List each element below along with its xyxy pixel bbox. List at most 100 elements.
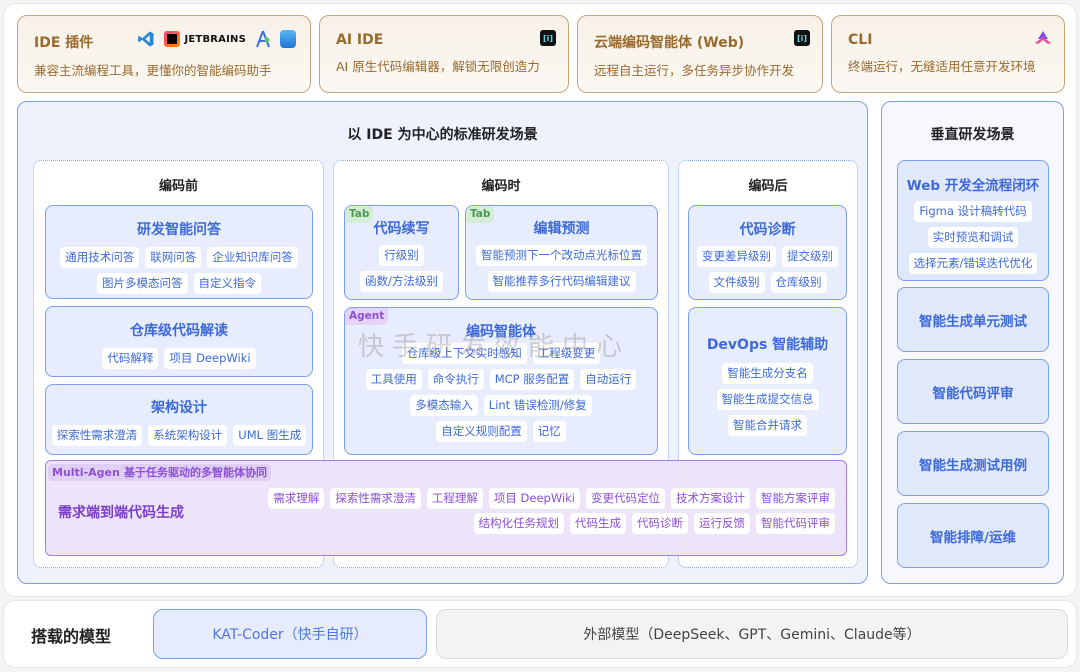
feature-chip: UML 图生成 (233, 425, 307, 446)
card-title: 代码诊断 (739, 222, 796, 238)
product-card-cli[interactable]: CLI 终端运行，无缝适用任意开发环境 (831, 15, 1065, 93)
tab-badge: Tab (466, 206, 495, 223)
feature-chip: 项目 DeepWiki (488, 488, 580, 509)
cli-logo-icon (1035, 31, 1051, 44)
feature-chip: 探索性需求澄清 (51, 425, 143, 446)
feature-chip: 自定义规则配置 (436, 421, 527, 442)
card-coding-agent[interactable]: Agent 编码智能体 仓库级上下文实时感知 工程级变更 工具使用 命令执行 M… (344, 307, 658, 455)
feature-chip: 智能生成提交信息 (716, 389, 819, 410)
card-title: 智能生成单元测试 (919, 313, 1027, 330)
feature-chip: 企业知识库问答 (207, 247, 298, 268)
phase-title: 编码时 (481, 179, 521, 194)
card-title: 智能生成测试用例 (919, 457, 1027, 474)
card-edit-prediction[interactable]: Tab 编辑预测 智能预测下一个改动点光标位置 智能推荐多行代码编辑建议 (465, 205, 658, 300)
feature-chip: 代码生成 (570, 513, 626, 534)
product-title: IDE 插件 (34, 35, 94, 51)
card-title: 编码智能体 (466, 324, 536, 340)
vscode-icon (138, 31, 154, 47)
feature-chip: 联网问答 (145, 247, 202, 268)
feature-chip: 自定义指令 (193, 273, 261, 294)
xcode-icon (280, 30, 296, 48)
feature-chip: MCP 服务配置 (489, 369, 575, 390)
jetbrains-icon: JETBRAINS (164, 31, 246, 47)
card-code-diagnosis[interactable]: 代码诊断 变更差异级别 提交级别 文件级别 仓库级别 (688, 205, 847, 300)
product-card-cloud-agent[interactable]: 云端编码智能体 (Web) 远程自主运行，多任务异步协作开发 [i] (577, 15, 823, 93)
feature-chip: 系统架构设计 (148, 425, 228, 446)
ide-scene-title: 以 IDE 为中心的标准研发场景 (347, 127, 538, 143)
feature-chip: Lint 错误检测/修复 (483, 395, 592, 416)
card-unit-test-gen[interactable]: 智能生成单元测试 (897, 287, 1049, 352)
feature-chip: 工具使用 (365, 369, 422, 390)
card-title: 编辑预测 (533, 221, 590, 237)
phase-title: 编码后 (748, 179, 788, 194)
feature-chip: 选择元素/错误迭代优化 (908, 253, 1038, 274)
card-web-dev-loop[interactable]: Web 开发全流程闭环 Figma 设计稿转代码 实时预览和调试 选择元素/错误… (897, 160, 1049, 281)
feature-chip: 行级别 (379, 245, 424, 266)
feature-chip: 智能生成分支名 (722, 363, 813, 384)
feature-chip: 智能代码评审 (756, 513, 835, 534)
feature-chip: 实时预览和调试 (927, 227, 1019, 248)
product-card-ide-plugin[interactable]: IDE 插件 兼容主流编程工具，更懂你的智能编码助手 JETBRAINS (17, 15, 311, 93)
feature-chip: 需求理解 (268, 488, 325, 509)
card-code-completion[interactable]: Tab 代码续写 行级别 函数/方法级别 (344, 205, 459, 300)
card-title: 智能排障/运维 (930, 529, 1016, 546)
product-desc: 兼容主流编程工具，更懂你的智能编码助手 (34, 63, 272, 78)
feature-chip: 通用技术问答 (60, 247, 140, 268)
feature-chip: 探索性需求澄清 (330, 488, 421, 509)
feature-chip: 变更差异级别 (697, 246, 776, 267)
feature-chip: 命令执行 (427, 369, 484, 390)
feature-chip: 工程理解 (426, 488, 483, 509)
product-card-ai-ide[interactable]: AI IDE AI 原生代码编辑器，解锁无限创造力 [i] (319, 15, 569, 93)
feature-chip: 运行反馈 (694, 513, 750, 534)
vertical-scene-title: 垂直研发场景 (930, 127, 1015, 143)
feature-chip: 变更代码定位 (586, 488, 665, 509)
card-devops-assist[interactable]: DevOps 智能辅助 智能生成分支名 智能生成提交信息 智能合并请求 (688, 307, 847, 455)
feature-chip: 项目 DeepWiki (164, 348, 256, 369)
card-rd-qa[interactable]: 研发智能问答 通用技术问答 联网问答 企业知识库问答 图片多模态问答 自定义指令 (45, 205, 313, 299)
model-kat-coder[interactable]: KAT-Coder（快手自研） (153, 609, 427, 659)
card-troubleshoot-ops[interactable]: 智能排障/运维 (897, 503, 1049, 568)
model-external[interactable]: 外部模型（DeepSeek、GPT、Gemini、Claude等） (436, 609, 1068, 659)
multi-agent-title: 需求端到端代码生成 (58, 505, 184, 521)
feature-chip: 代码解释 (102, 348, 159, 369)
product-title: CLI (848, 32, 873, 48)
feature-chip: 提交级别 (782, 246, 838, 267)
card-title: 智能代码评审 (932, 385, 1014, 402)
multi-agent-subtitle: 基于任务驱动的多智能体协同 (120, 464, 271, 481)
feature-chip: 工程级变更 (532, 343, 601, 364)
feature-chip: 函数/方法级别 (360, 271, 443, 292)
feature-chip: 文件级别 (708, 272, 765, 293)
product-desc: 终端运行，无缝适用任意开发环境 (848, 59, 1036, 74)
card-architecture-design[interactable]: 架构设计 探索性需求澄清 系统架构设计 UML 图生成 (45, 384, 313, 455)
kat-logo-icon: [i] (794, 30, 810, 46)
card-repo-code-reading[interactable]: 仓库级代码解读 代码解释 项目 DeepWiki (45, 306, 313, 377)
android-studio-icon (256, 30, 270, 48)
feature-chip: 技术方案设计 (671, 488, 750, 509)
multi-agent-panel[interactable]: Multi-Agent 基于任务驱动的多智能体协同 需求端到端代码生成 需求理解… (45, 460, 847, 556)
phase-title: 编码前 (158, 179, 198, 194)
feature-chip: 图片多模态问答 (97, 273, 188, 294)
card-title: 架构设计 (151, 400, 207, 416)
feature-chip: 智能方案评审 (756, 488, 835, 509)
agent-badge: Agent (345, 308, 389, 325)
tab-badge: Tab (345, 206, 374, 223)
feature-chip: 智能合并请求 (728, 415, 807, 436)
card-title: 仓库级代码解读 (130, 323, 228, 339)
feature-chip: 智能预测下一个改动点光标位置 (476, 245, 647, 266)
feature-chip: 智能推荐多行代码编辑建议 (487, 271, 636, 292)
card-title: Web 开发全流程闭环 (906, 178, 1040, 194)
product-title: AI IDE (336, 32, 384, 48)
card-title: 研发智能问答 (137, 222, 221, 238)
feature-chip: 结构化任务规划 (473, 513, 564, 534)
card-code-review[interactable]: 智能代码评审 (897, 359, 1049, 424)
feature-chip: 代码诊断 (632, 513, 688, 534)
card-title: 代码续写 (373, 221, 430, 237)
product-desc: 远程自主运行，多任务异步协作开发 (594, 63, 795, 78)
feature-chip: 仓库级别 (770, 272, 827, 293)
card-title: DevOps 智能辅助 (706, 337, 829, 353)
feature-chip: 仓库级上下文实时感知 (401, 343, 527, 364)
kat-logo-icon: [i] (540, 30, 556, 46)
feature-chip: 自动运行 (580, 369, 637, 390)
product-desc: AI 原生代码编辑器，解锁无限创造力 (336, 59, 540, 74)
card-test-case-gen[interactable]: 智能生成测试用例 (897, 431, 1049, 496)
